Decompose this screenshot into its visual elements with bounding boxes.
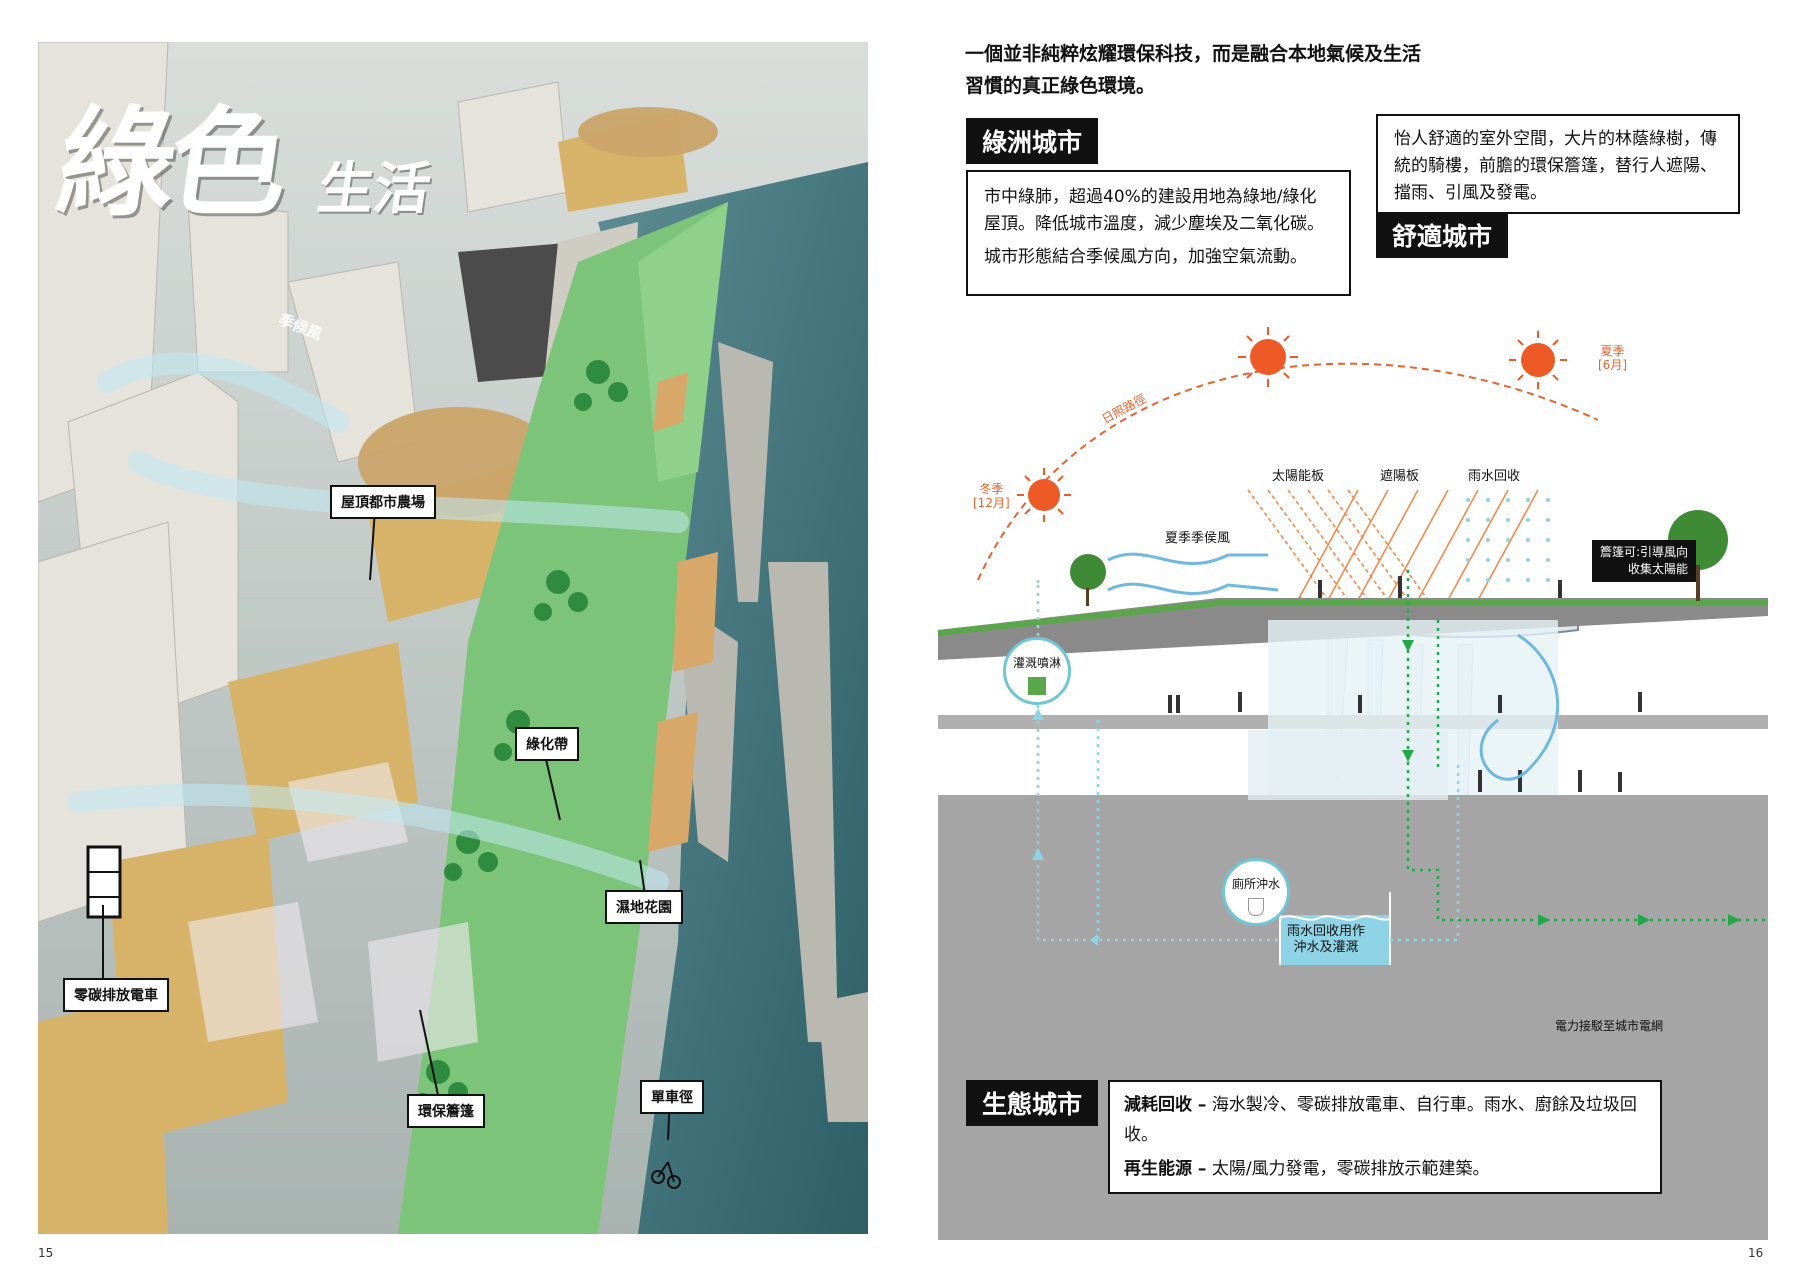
oasis-city-box: 市中綠肺，超過40%的建設用地為綠地/綠化屋頂。降低城市溫度，減少塵埃及二氧化碳… [966, 170, 1351, 296]
headline: 一個並非純粹炫耀環保科技，而是融合本地氣候及生活習慣的真正綠色環境。 [965, 43, 1422, 97]
summer-wind-label: 夏季季侯風 [1165, 531, 1231, 546]
comfort-city-box: 怡人舒適的室外空間，大片的林蔭綠樹，傳統的騎樓，前膽的環保簷篷，替行人遮陽、擋雨… [1376, 114, 1740, 214]
cyclist-icon [651, 1161, 681, 1189]
sunshade-label: 遮陽板 [1380, 469, 1420, 484]
tag-zero-emission-tram: 零碳排放電車 [63, 978, 169, 1012]
oasis-text-2: 城市形態結合季候風方向，加強空氣流動。 [984, 247, 1307, 267]
sun-icon [1238, 327, 1298, 387]
comfort-city-title: 舒適城市 [1376, 212, 1509, 258]
city-model-photo [38, 42, 868, 1234]
tag-rooftop-farm: 屋頂都市農場 [330, 485, 436, 519]
page-number-right: 16 [1748, 1246, 1764, 1260]
sun-icon [1509, 331, 1567, 389]
irrigation-bubble: 灌溉噴淋 [1003, 637, 1071, 705]
toilet-bubble: 廁所沖水 [1222, 858, 1290, 926]
grass-icon [1028, 677, 1046, 695]
comfort-text: 怡人舒適的室外空間，大片的林蔭綠樹，傳統的騎樓，前膽的環保簷篷，替行人遮陽、擋雨… [1394, 129, 1717, 203]
rain-collection-label: 雨水回收 [1468, 469, 1521, 484]
oasis-text-1: 市中綠肺，超過40%的建設用地為綠地/綠化屋頂。降低城市溫度，減少塵埃及二氧化碳… [984, 187, 1324, 234]
page-number-left: 15 [38, 1246, 54, 1260]
canopy-callout: 簷篷可:引導風向 收集太陽能 [1592, 540, 1697, 582]
summer-label: 夏季 [6月] [1598, 344, 1627, 372]
tag-cycle-track: 單車徑 [640, 1080, 704, 1114]
eco-city-title: 生態城市 [966, 1080, 1099, 1126]
solar-panel-label: 太陽能板 [1272, 469, 1325, 484]
eco-line-2: 再生能源 – 太陽/風力發電，零碳排放示範建築。 [1124, 1159, 1490, 1179]
oasis-city-title: 綠洲城市 [966, 118, 1099, 164]
tag-green-belt: 綠化帶 [515, 727, 579, 761]
eco-line-1: 減耗回收 – 海水製冷、零碳排放電車、自行車。雨水、廚餘及垃圾回收。 [1124, 1095, 1637, 1145]
sun-icon [1017, 468, 1071, 522]
eco-city-box: 減耗回收 – 海水製冷、零碳排放電車、自行車。雨水、廚餘及垃圾回收。 再生能源 … [1108, 1080, 1662, 1194]
tag-wetland-garden: 濕地花園 [605, 890, 683, 924]
toilet-icon [1248, 898, 1264, 916]
winter-label: 冬季 [12月] [973, 482, 1010, 510]
grid-connection-label: 電力接駁至城市電網 [1555, 1019, 1664, 1033]
tag-eco-canopy: 環保簷篷 [407, 1094, 485, 1128]
tag-pointers [102, 509, 671, 1141]
rainwater-reuse-label: 雨水回收用作 沖水及灌溉 [1287, 924, 1366, 955]
